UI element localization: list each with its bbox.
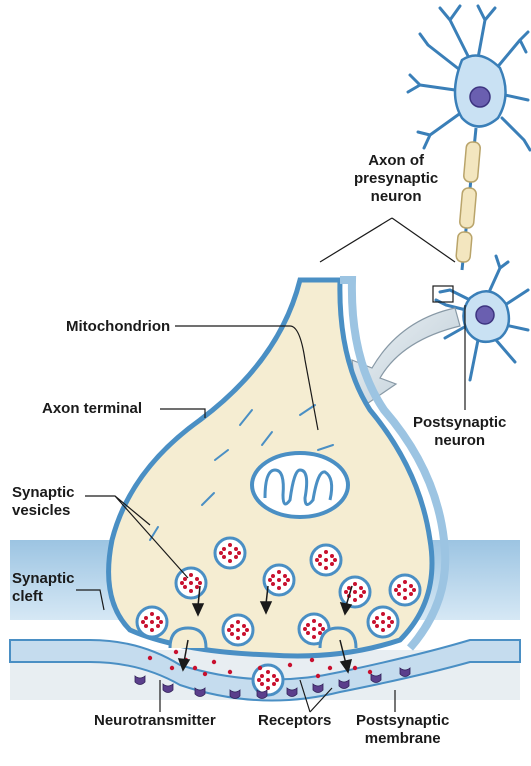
neurotransmitter-dot: [212, 660, 216, 664]
vesicle: [390, 575, 420, 605]
neurotransmitter-dot: [310, 658, 314, 662]
label-synaptic-vesicles: Synaptic vesicles: [12, 484, 75, 520]
vesicle: [264, 565, 294, 595]
neurotransmitter-dot: [203, 672, 207, 676]
neurotransmitter-dot: [148, 656, 152, 660]
vesicle: [215, 538, 245, 568]
neurotransmitter-dot: [316, 674, 320, 678]
vesicle: [137, 607, 167, 637]
label-receptors: Receptors: [258, 712, 331, 730]
magnify-arrow-icon: [352, 308, 460, 410]
label-synaptic-cleft: Synaptic cleft: [12, 570, 75, 606]
label-postsynaptic-membrane: Postsynaptic membrane: [356, 712, 449, 748]
label-axon-terminal: Axon terminal: [42, 400, 142, 418]
label-axon-of-presynaptic-neuron: Axon of presynaptic neuron: [354, 152, 438, 206]
label-mitochondrion: Mitochondrion: [66, 318, 170, 336]
neurotransmitter-dot: [193, 666, 197, 670]
neurotransmitter-dot: [228, 670, 232, 674]
vesicle: [223, 615, 253, 645]
label-postsynaptic-neuron: Postsynaptic neuron: [413, 414, 506, 450]
neurotransmitter-dot: [353, 666, 357, 670]
vesicle: [340, 577, 370, 607]
neurotransmitter-dot: [174, 650, 178, 654]
vesicle: [311, 545, 341, 575]
vesicle: [176, 568, 206, 598]
neurotransmitter-dot: [368, 670, 372, 674]
presynaptic-neuron-icon: [408, 6, 530, 270]
neurotransmitter-dot: [170, 666, 174, 670]
vesicle: [368, 607, 398, 637]
neurotransmitter-dot: [288, 663, 292, 667]
neurotransmitter-dot: [328, 666, 332, 670]
neurotransmitter-dot: [258, 666, 262, 670]
label-neurotransmitter: Neurotransmitter: [94, 712, 216, 730]
